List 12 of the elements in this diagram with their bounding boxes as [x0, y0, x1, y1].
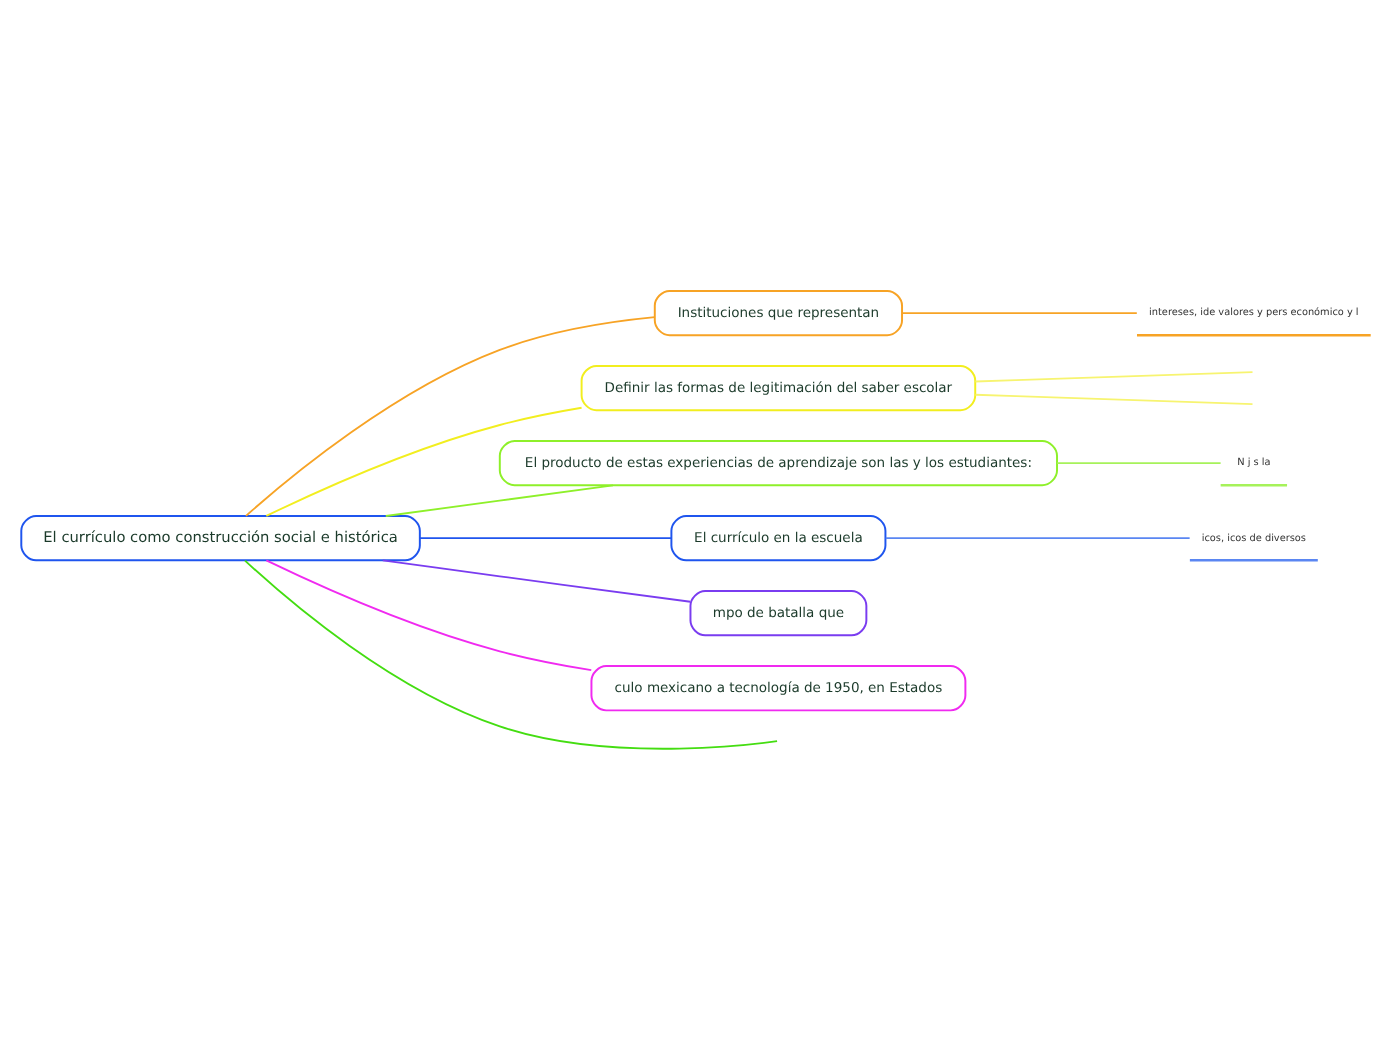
connector — [265, 406, 583, 517]
connector — [901, 312, 1138, 314]
connector — [384, 484, 614, 517]
connector — [419, 537, 673, 540]
connector — [974, 371, 1254, 383]
connector — [244, 559, 778, 750]
connector — [884, 537, 1191, 540]
connector — [1056, 462, 1222, 465]
connector — [974, 393, 1254, 405]
connector — [245, 316, 656, 517]
connector — [381, 559, 692, 603]
connector — [265, 559, 593, 672]
